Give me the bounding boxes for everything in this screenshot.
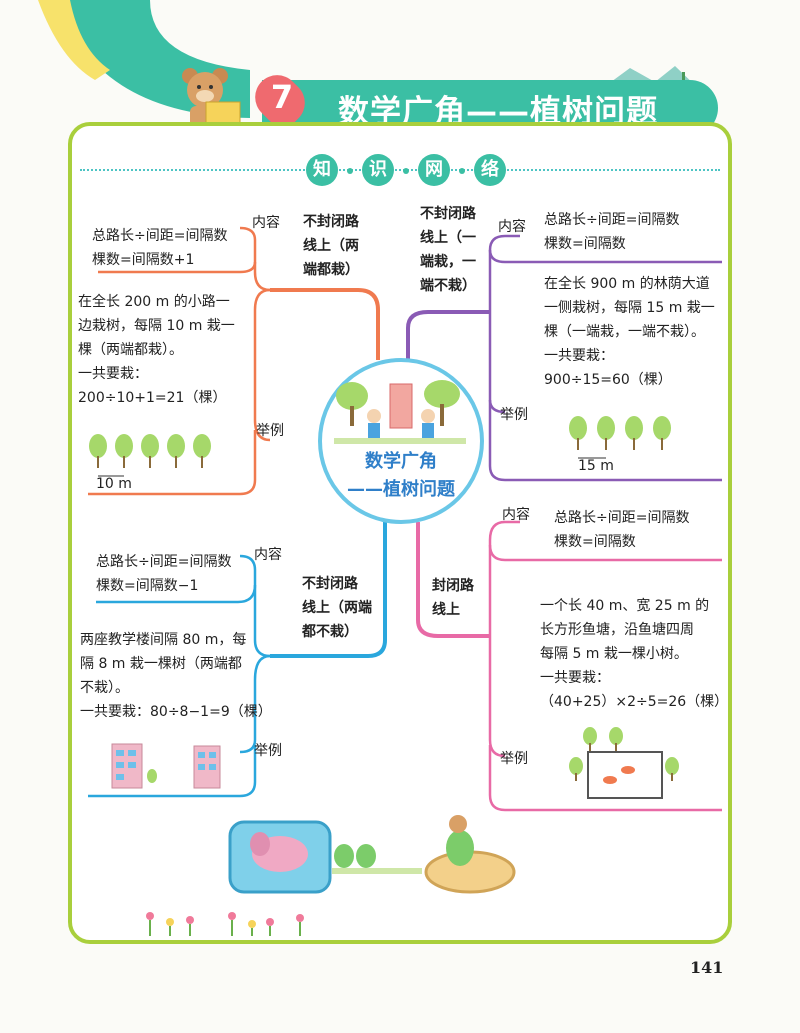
example-line: 一共要栽： xyxy=(540,670,610,686)
content-label: 内容 xyxy=(252,215,280,231)
example-line: （40+25）×2÷5=26（棵） xyxy=(540,694,729,710)
example-label: 举例 xyxy=(256,423,284,439)
content-line: 总路长÷间距=间隔数 xyxy=(92,228,228,244)
flowers-decoration xyxy=(146,912,304,936)
example-line: 900÷15=60（棵） xyxy=(544,372,672,388)
example-text: 在全长 900 m 的林荫大道 一侧栽树，每隔 15 m 栽一 棵（一端栽，一端… xyxy=(544,272,715,392)
example-line: 棵（一端栽，一端不栽）。 xyxy=(544,324,705,340)
section-char-2: 识 xyxy=(362,154,394,186)
section-dot xyxy=(459,168,465,174)
node-line: 封闭路 xyxy=(432,578,474,594)
example-line: 长方形鱼塘，沿鱼塘四周 xyxy=(540,622,694,638)
example-line: 200÷10+1=21（棵） xyxy=(78,390,227,406)
distance-label: 15 m xyxy=(578,458,614,474)
section-char-4: 络 xyxy=(474,154,506,186)
example-line: 在全长 200 m 的小路一 xyxy=(78,294,230,310)
node-line: 线上 xyxy=(432,602,460,618)
center-title-line2: ——植树问题 xyxy=(347,479,455,500)
content-line: 棵数=间隔数+1 xyxy=(92,252,195,268)
content-line: 棵数=间隔数−1 xyxy=(96,578,199,594)
branch-node-bottom-right: 封闭路 线上 xyxy=(432,574,474,622)
school-buildings-icon xyxy=(111,743,221,789)
example-line: 一共要栽： xyxy=(78,366,148,382)
content-line: 总路长÷间距=间隔数 xyxy=(96,554,232,570)
example-label: 举例 xyxy=(500,407,528,423)
node-line: 线上（两 xyxy=(303,238,359,254)
chapter-number: 7 xyxy=(270,78,294,116)
page-number: 141 xyxy=(690,958,724,977)
example-line: 不栽）。 xyxy=(80,680,129,696)
example-text: 在全长 200 m 的小路一 边栽树，每隔 10 m 栽一 棵（两端都栽）。 一… xyxy=(78,290,235,410)
content-text: 总路长÷间距=间隔数 棵数=间隔数+1 xyxy=(92,224,227,272)
node-line: 端不栽） xyxy=(420,278,476,294)
example-text: 一个长 40 m、宽 25 m 的 长方形鱼塘，沿鱼塘四周 每隔 5 m 栽一棵… xyxy=(540,594,728,714)
example-line: 一侧栽树，每隔 15 m 栽一 xyxy=(544,300,715,316)
content-label: 内容 xyxy=(498,219,526,235)
example-label: 举例 xyxy=(500,751,528,767)
example-line: 棵（两端都栽）。 xyxy=(78,342,183,358)
node-line: 不封闭路 xyxy=(420,206,476,222)
branch-node-top-right: 不封闭路 线上（一 端栽，一 端不栽） xyxy=(420,202,476,298)
branch-node-top-left: 不封闭路 线上（两 端都栽） xyxy=(303,210,359,282)
node-line: 不封闭路 xyxy=(302,576,358,592)
example-line: 一个长 40 m、宽 25 m 的 xyxy=(540,598,710,614)
content-line: 总路长÷间距=间隔数 xyxy=(544,212,680,228)
example-text: 两座教学楼间隔 80 m，每 隔 8 m 栽一棵树（两端都 不栽）。 一共要栽：… xyxy=(80,628,272,724)
zoo-illustration xyxy=(228,815,516,894)
content-label: 内容 xyxy=(254,547,282,563)
example-line: 在全长 900 m 的林荫大道 xyxy=(544,276,710,292)
node-line: 线上（两端 xyxy=(302,600,372,616)
section-dot xyxy=(347,168,353,174)
distance-label: 10 m xyxy=(96,476,132,492)
tree-row-icon xyxy=(569,416,671,459)
content-text: 总路长÷间距=间隔数 棵数=间隔数 xyxy=(544,208,679,256)
tree-row-icon xyxy=(89,434,211,477)
content-frame xyxy=(68,122,732,944)
content-line: 棵数=间隔数 xyxy=(544,236,626,252)
node-line: 端都栽） xyxy=(303,262,359,278)
content-line: 总路长÷间距=间隔数 xyxy=(554,510,690,526)
section-divider xyxy=(80,169,720,171)
section-char-3: 网 xyxy=(418,154,450,186)
content-text: 总路长÷间距=间隔数 棵数=间隔数−1 xyxy=(96,550,231,598)
example-line: 隔 8 m 栽一棵树（两端都 xyxy=(80,656,242,672)
example-line: 每隔 5 m 栽一棵小树。 xyxy=(540,646,688,662)
center-title-line1: 数学广角 xyxy=(365,451,437,472)
example-line: 两座教学楼间隔 80 m，每 xyxy=(80,632,247,648)
content-line: 棵数=间隔数 xyxy=(554,534,636,550)
node-line: 端栽，一 xyxy=(420,254,476,270)
children-planting-icon xyxy=(334,380,466,444)
content-label: 内容 xyxy=(502,507,530,523)
node-line: 不封闭路 xyxy=(303,214,359,230)
section-dot xyxy=(403,168,409,174)
node-line: 都不栽） xyxy=(302,624,358,640)
example-line: 边栽树，每隔 10 m 栽一 xyxy=(78,318,235,334)
branch-node-bottom-left: 不封闭路 线上（两端 都不栽） xyxy=(302,572,372,644)
fish-pond-icon xyxy=(569,727,679,799)
center-title: 数学广角 ——植树问题 xyxy=(318,448,484,504)
section-char-1: 知 xyxy=(306,154,338,186)
node-line: 线上（一 xyxy=(420,230,476,246)
example-label: 举例 xyxy=(254,743,282,759)
content-text: 总路长÷间距=间隔数 棵数=间隔数 xyxy=(554,506,689,554)
example-line: 一共要栽： xyxy=(544,348,614,364)
example-line: 一共要栽：80÷8−1=9（棵） xyxy=(80,704,272,720)
